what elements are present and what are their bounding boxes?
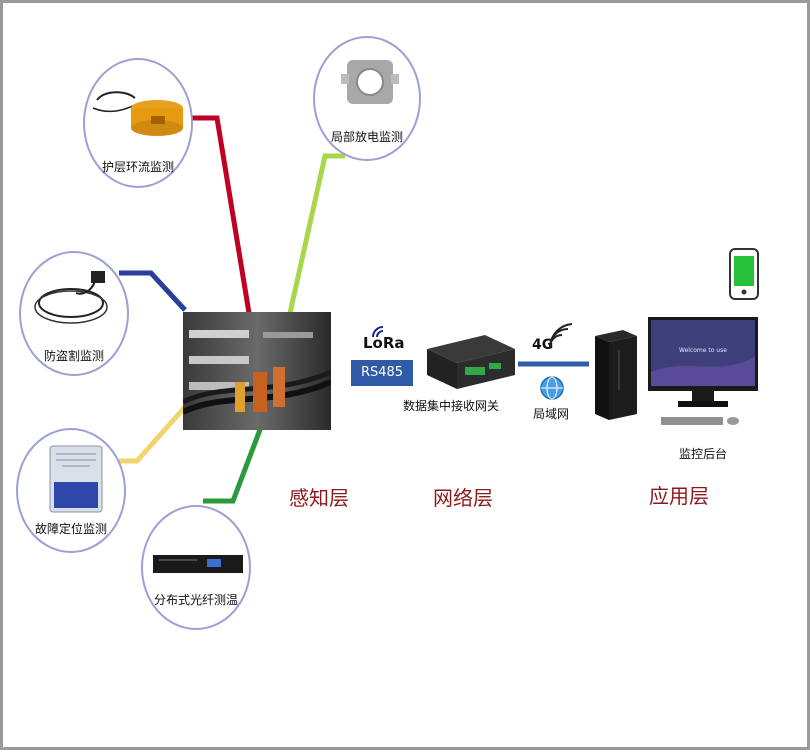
perception-layer-title: 感知层	[289, 486, 349, 510]
lora-wave-icon	[372, 326, 384, 338]
fiber-device-image	[153, 555, 243, 573]
signal-wave-icon	[549, 323, 573, 348]
network-layer-title: 网络层	[433, 486, 493, 510]
anti-theft-label: 防盗割监测	[43, 349, 104, 363]
application-layer-title: 应用层	[649, 484, 709, 508]
anti-theft-link	[119, 270, 187, 312]
fault-location-link	[119, 405, 187, 464]
sheath-current-link	[187, 115, 252, 314]
sheath-current-node: 护层环流监测	[83, 58, 193, 188]
fault-location-node: 故障定位监测	[16, 428, 126, 553]
backend-label: 监控后台	[679, 447, 728, 461]
lan-label: 局域网	[533, 407, 570, 421]
rs485-badge	[351, 360, 413, 386]
partial-discharge-link	[287, 153, 345, 314]
anti-theft-sensor-image	[34, 271, 108, 324]
cellular-4g-label: 4G	[532, 337, 554, 353]
desktop-tower-image	[595, 330, 637, 420]
fiber-temp-label: 分布式光纤测温	[153, 593, 238, 607]
monitor-image	[648, 317, 758, 407]
sheath-current-label: 护层环流监测	[101, 160, 174, 174]
fiber-temp-link	[203, 426, 264, 504]
partial-discharge-node: 局部放电监测	[313, 36, 421, 161]
fault-device-image	[49, 445, 103, 513]
partial-discharge-label: 局部放电监测	[330, 130, 403, 144]
globe-icon	[540, 376, 564, 400]
anti-theft-node: 防盗割监测	[19, 251, 129, 376]
gateway-device-image	[427, 335, 515, 389]
mobile-phone-image	[729, 248, 759, 300]
cable-tunnel-image	[183, 312, 331, 430]
sheath-sensor-image	[92, 91, 183, 136]
pd-sensor-image	[341, 60, 399, 104]
keyboard-mouse-image	[661, 417, 739, 425]
connector-lines	[119, 115, 589, 504]
monitor-screen-text: Welcome to use	[679, 347, 727, 354]
rs485-label: RS485	[360, 365, 404, 380]
fault-location-label: 故障定位监测	[34, 522, 107, 536]
lora-logo: LoRa	[363, 334, 405, 352]
fiber-temp-node: 分布式光纤测温	[141, 505, 251, 630]
gateway-label: 数据集中接收网关	[403, 399, 500, 413]
